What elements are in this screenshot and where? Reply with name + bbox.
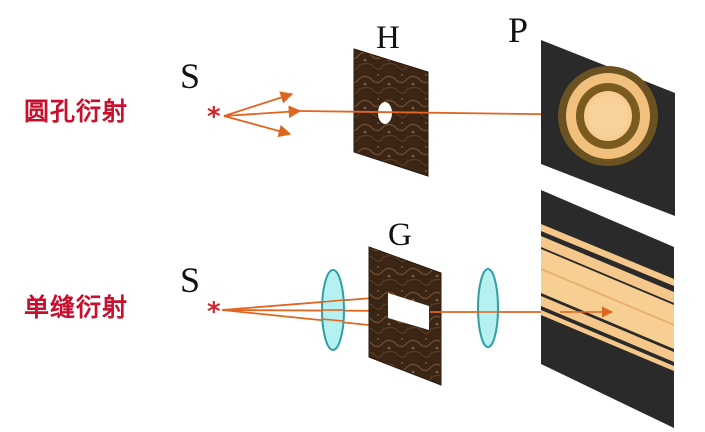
aperture-label-g: G bbox=[388, 217, 412, 253]
single-slit-icon bbox=[388, 293, 429, 330]
top-ray-middle bbox=[223, 105, 302, 119]
top-ray-upper bbox=[223, 91, 294, 117]
top-source-rays bbox=[223, 91, 302, 138]
source-label-bottom: S bbox=[180, 260, 201, 300]
bottom-rays-overlay bbox=[321, 299, 345, 322]
diffraction-rings-icon bbox=[558, 66, 658, 166]
source-label-top: S bbox=[180, 56, 201, 96]
lens-icon bbox=[477, 268, 499, 348]
top-ray-lower bbox=[223, 115, 292, 138]
aperture-label-h: H bbox=[376, 20, 400, 56]
bottom-title-label: 单缝衍射 bbox=[24, 293, 129, 322]
top-title-label: 圆孔衍射 bbox=[24, 97, 129, 126]
screen-label-p: P bbox=[508, 10, 529, 50]
star-source-icon: * bbox=[207, 102, 221, 132]
star-source-icon: * bbox=[207, 297, 221, 327]
